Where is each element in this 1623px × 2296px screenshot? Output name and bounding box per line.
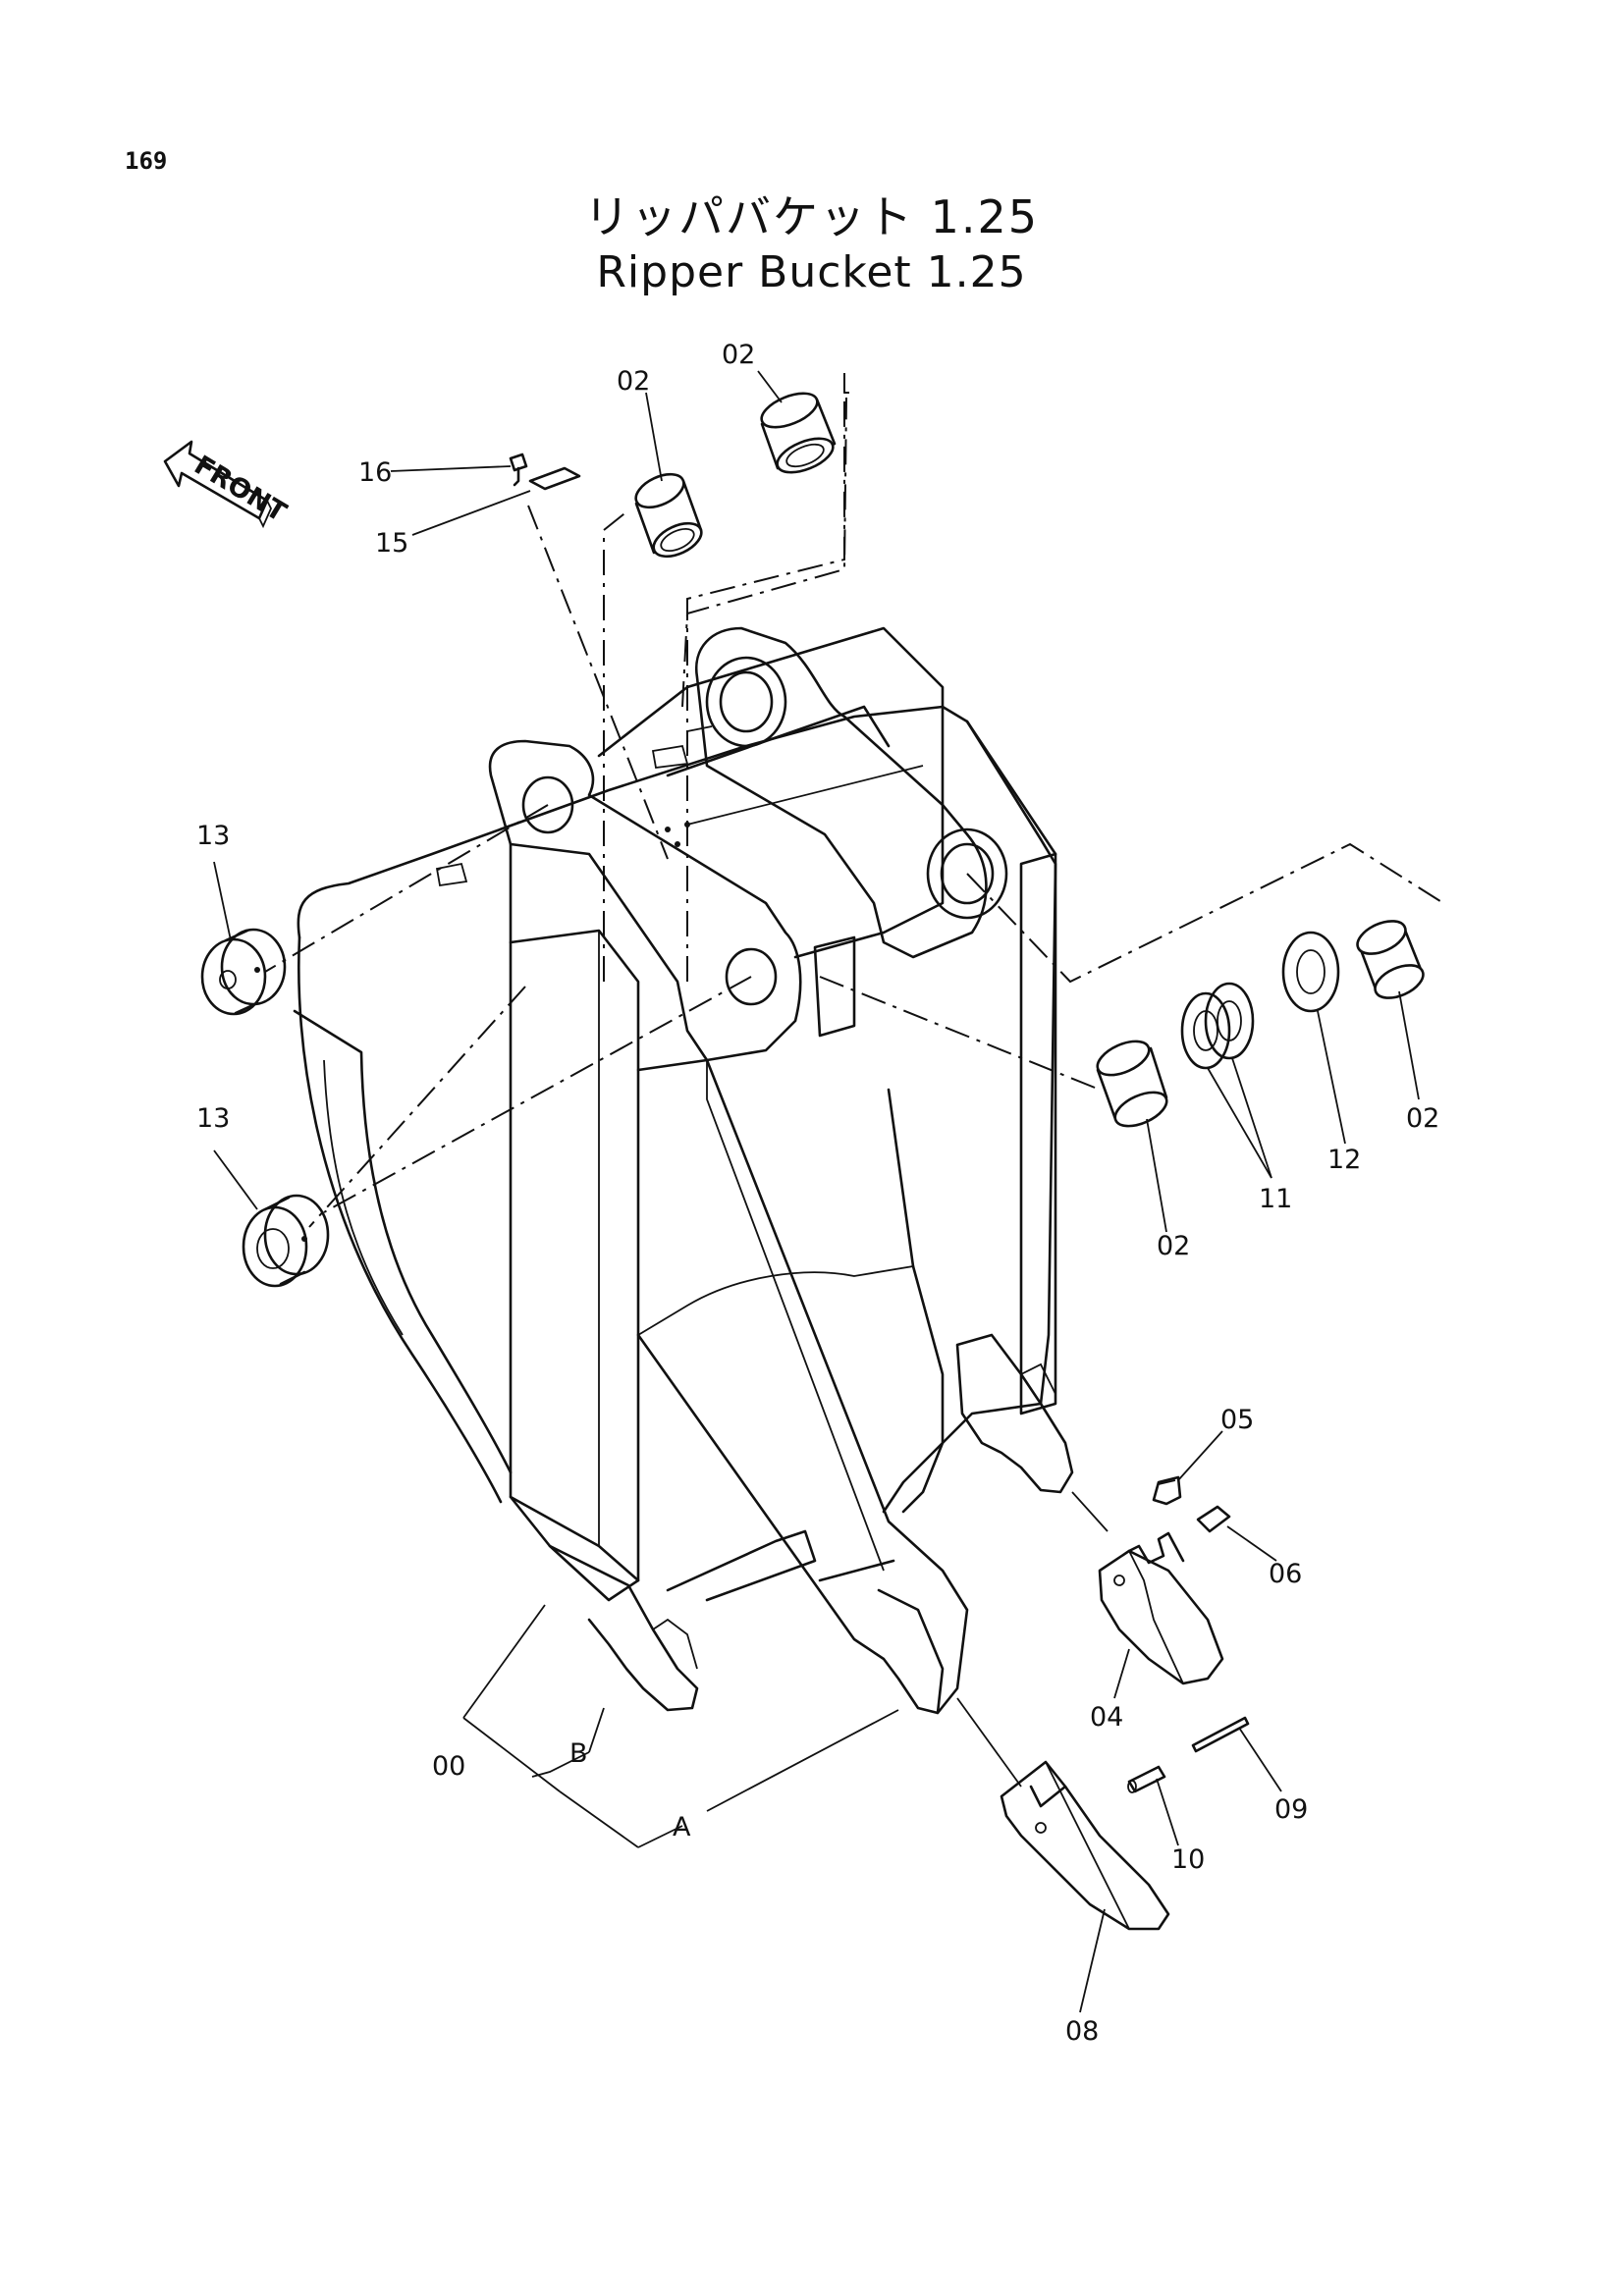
- page-number: 169: [125, 147, 168, 175]
- callout-02-c: 02: [1157, 1231, 1190, 1261]
- leader-lines: [213, 370, 1420, 2013]
- callout-10: 10: [1171, 1844, 1205, 1875]
- shims-11: [1180, 982, 1255, 1070]
- callout-11: 11: [1259, 1184, 1292, 1214]
- title-japanese: リッパバケット 1.25: [583, 190, 1040, 243]
- center-lines: [264, 373, 1444, 1228]
- tooth-08: [1000, 1760, 1170, 1931]
- callout-04: 04: [1090, 1702, 1123, 1733]
- pin-10: [1127, 1765, 1166, 1793]
- callout-08: 08: [1065, 2016, 1099, 2047]
- callout-16: 16: [358, 457, 392, 488]
- shim-12: [1281, 931, 1340, 1013]
- bushing-02-lower-right: [1356, 920, 1425, 999]
- screw-16: [509, 453, 528, 487]
- callout-09: 09: [1274, 1794, 1308, 1825]
- lock-05: [1152, 1475, 1182, 1506]
- callout-12: 12: [1327, 1145, 1361, 1175]
- callout-02-a: 02: [617, 366, 650, 397]
- callout-00: 00: [432, 1751, 465, 1782]
- callout-05: 05: [1220, 1405, 1254, 1435]
- callout-b: B: [569, 1738, 588, 1769]
- title-english: Ripper Bucket 1.25: [596, 247, 1027, 297]
- front-arrow-icon: FRONT: [163, 440, 292, 528]
- callout-06: 06: [1269, 1559, 1302, 1589]
- callout-13-a: 13: [196, 821, 230, 851]
- callout-02-b: 02: [722, 340, 755, 370]
- front-label: FRONT: [189, 450, 292, 528]
- callout-a: A: [673, 1812, 691, 1842]
- plate-15: [528, 466, 581, 491]
- callout-13-b: 13: [196, 1103, 230, 1134]
- lock-09: [1191, 1716, 1250, 1753]
- tooth-04: [1098, 1531, 1224, 1685]
- bucket-bracket: [435, 626, 1008, 1062]
- pin-06: [1196, 1505, 1231, 1533]
- callout-15: 15: [375, 528, 408, 559]
- collar-13-upper: [200, 928, 287, 1016]
- collar-13-lower: [242, 1194, 330, 1288]
- bucket-body: [293, 705, 1074, 1715]
- bushing-02-lower-left: [1096, 1040, 1168, 1128]
- callout-labels: 16 15 02 02 13 13 02 11 12 02 05 06 04 0…: [196, 340, 1439, 2047]
- callout-02-d: 02: [1406, 1103, 1439, 1134]
- bushing-02-top-right: [760, 392, 837, 474]
- bushing-02-top-left: [634, 472, 703, 559]
